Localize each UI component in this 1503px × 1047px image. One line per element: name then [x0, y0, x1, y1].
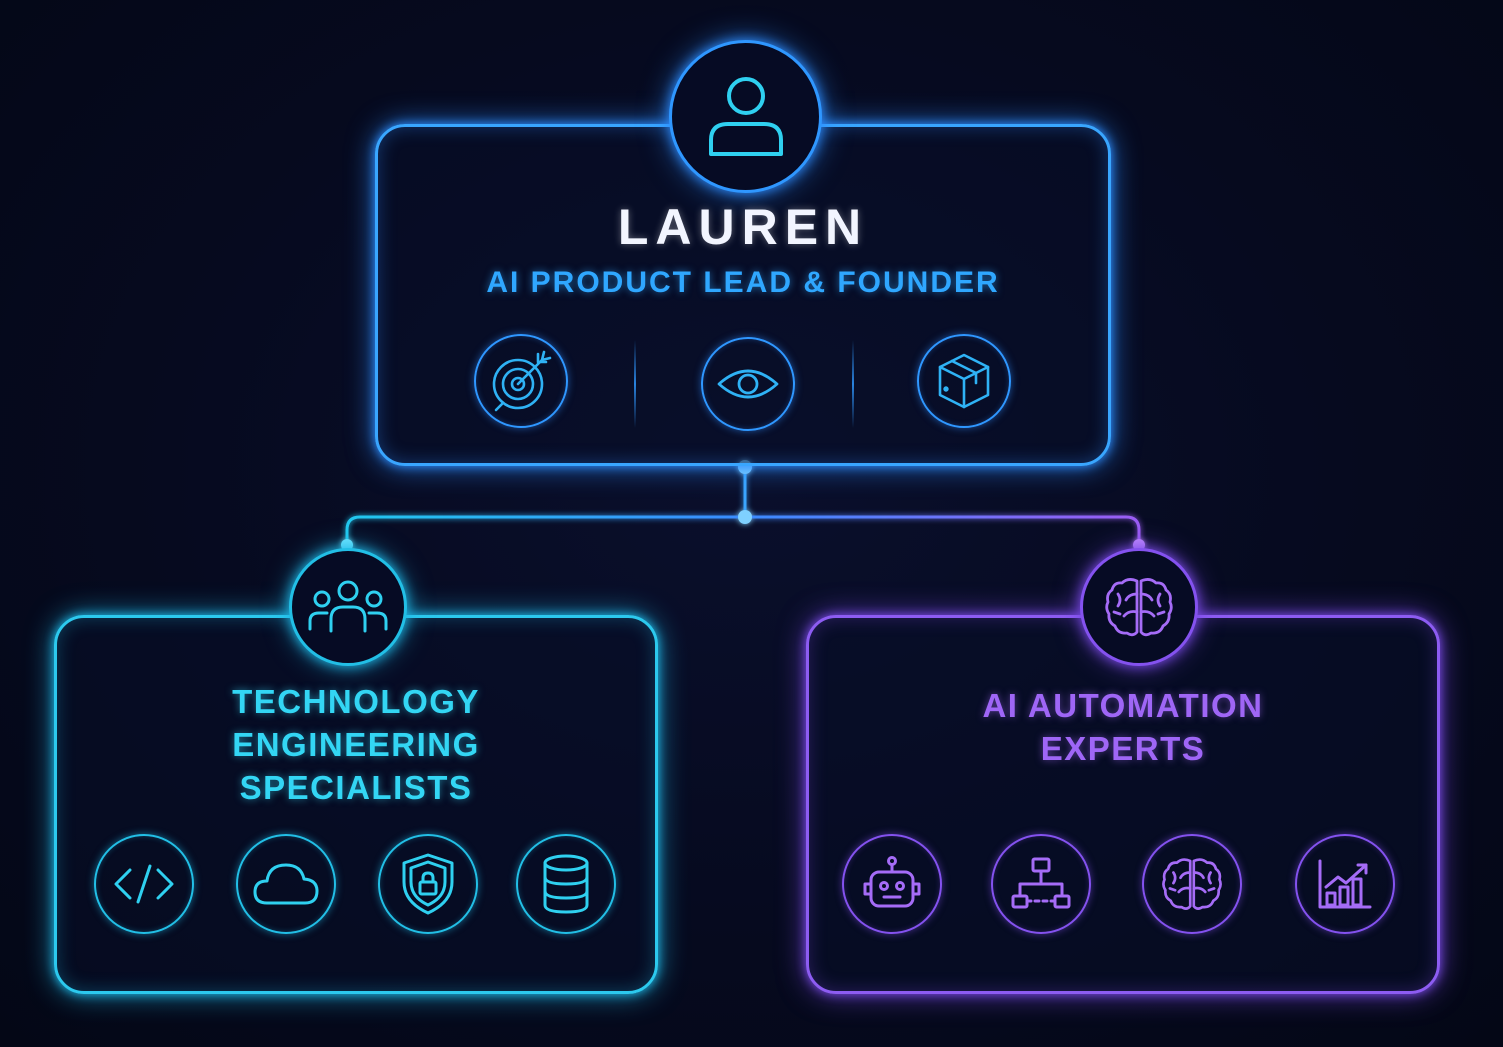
eye-icon	[717, 369, 779, 399]
automation-badge	[1080, 548, 1198, 666]
workflow-icon	[1011, 857, 1071, 909]
engineering-title-line: TECHNOLOGY	[232, 683, 480, 720]
database-icon-circle	[516, 834, 616, 934]
brain-icon	[1162, 858, 1222, 910]
automation-title-line: EXPERTS	[1040, 730, 1206, 767]
shield-lock-icon-circle	[378, 834, 478, 934]
automation-team-title: AI AUTOMATION EXPERTS	[806, 684, 1440, 770]
automation-title-line: AI AUTOMATION	[982, 687, 1264, 724]
code-icon	[114, 864, 174, 904]
target-icon	[492, 350, 552, 412]
code-icon-circle	[94, 834, 194, 934]
robot-icon	[863, 856, 921, 908]
founder-badge	[669, 40, 822, 193]
engineering-team-title: TECHNOLOGY ENGINEERING SPECIALISTS	[54, 680, 658, 809]
engineering-title-line: ENGINEERING	[232, 726, 480, 763]
shield-lock-icon	[402, 853, 454, 915]
engineering-badge	[289, 548, 407, 666]
box-icon-circle	[917, 334, 1011, 428]
cloud-icon-circle	[236, 834, 336, 934]
icon-divider	[634, 340, 636, 428]
robot-icon-circle	[842, 834, 942, 934]
eye-icon-circle	[701, 337, 795, 431]
founder-name: LAUREN	[617, 199, 869, 255]
icon-divider	[852, 340, 854, 428]
target-icon-circle	[474, 334, 568, 428]
workflow-icon-circle	[991, 834, 1091, 934]
database-icon	[543, 854, 589, 914]
bar-chart-growth-icon-circle	[1295, 834, 1395, 934]
automation-team-card[interactable]	[806, 615, 1440, 994]
node-dot-center	[738, 510, 752, 524]
founder-role: AI PRODUCT LEAD & FOUNDER	[486, 266, 1000, 299]
person-icon	[708, 76, 783, 156]
brain-icon-circle	[1142, 834, 1242, 934]
engineering-title-line: SPECIALISTS	[239, 769, 473, 806]
brain-icon	[1105, 578, 1173, 637]
box-icon	[938, 353, 990, 409]
people-group-icon	[308, 580, 388, 633]
bar-chart-growth-icon	[1318, 859, 1372, 909]
cloud-icon	[253, 863, 319, 905]
